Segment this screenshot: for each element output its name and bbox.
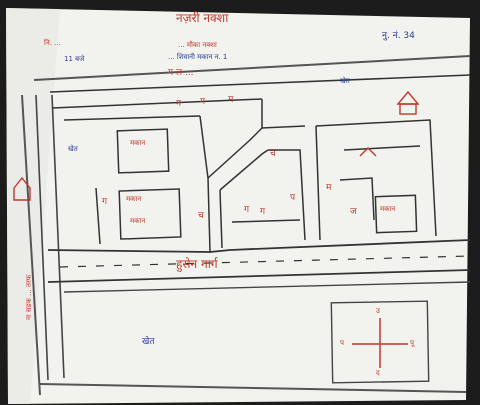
symbol-ga-3: ग: [244, 205, 250, 215]
mid-block-4: [315, 125, 321, 241]
mid-block-6: [343, 145, 421, 151]
main-road-label: हुसेन गार्ग: [176, 257, 218, 271]
khet-top-right-label: खेत: [340, 77, 350, 85]
road-left-edge-2: [51, 94, 65, 379]
symbol-cha-1: च: [270, 149, 276, 159]
symbol-ma-1: म: [228, 95, 234, 105]
compass-west: प: [340, 339, 344, 347]
symbol-ga-4: ग: [260, 207, 266, 217]
house-symbol-top-right-body: [399, 103, 417, 115]
symbol-ja-1: ज: [350, 207, 357, 217]
top-lane-3: [261, 99, 306, 129]
mid-block-2: [231, 219, 301, 223]
main-road-top: [47, 239, 471, 253]
main-road-bottom: [47, 269, 471, 283]
mid-block-1: [268, 149, 306, 241]
house-symbol-mid: [359, 147, 377, 157]
header-center-line-2: ... शिवानी मकान न. 1: [168, 53, 228, 61]
bottom-field-top: [63, 281, 471, 293]
top-lane-2: [51, 98, 263, 109]
diag-lane-2: [219, 149, 269, 191]
diag-lane-1: [207, 127, 263, 179]
symbol-ma-2: म: [326, 183, 332, 193]
symbol-cha-2: च: [198, 211, 204, 221]
house-c-label: मकान: [130, 217, 146, 225]
left-road-label: ना सडक ... तरफ: [25, 274, 33, 320]
symbol-pa-1: प: [290, 193, 296, 203]
house-a-label: मकान: [130, 139, 146, 147]
main-road-center: [59, 255, 471, 268]
header-left-line-2: 11 बजे: [64, 55, 85, 63]
boundary-top: [33, 55, 471, 81]
compass-south: द: [376, 369, 380, 377]
symbol-ga-2: ग: [200, 97, 206, 107]
left-block-right: [199, 115, 209, 179]
house-b-box: [118, 188, 182, 240]
top-road-label: ग ल ...: [168, 68, 194, 78]
mid-block-5: [339, 177, 375, 221]
mid-block-3: [315, 119, 437, 237]
left-wall: [95, 187, 101, 245]
road-left-edge-1: [35, 94, 49, 381]
compass-box: [330, 300, 430, 384]
symbol-ga-5: ग: [102, 197, 108, 207]
header-center-line-1: ... मौका नक्शा: [178, 41, 217, 49]
compass-north: उ: [376, 307, 380, 315]
boundary-bottom: [39, 383, 467, 393]
boundary-left: [21, 94, 41, 396]
khet-left-label: खेत: [68, 145, 78, 153]
house-a-box: [116, 128, 170, 174]
top-lane-1: [49, 74, 471, 93]
house-d-box: [374, 194, 418, 234]
khet-bottom-label: खेत: [142, 337, 155, 347]
diag-lane-4: [219, 189, 223, 249]
left-block-top: [63, 115, 201, 121]
header-left-line-1: नि. ...: [44, 39, 61, 47]
diag-lane-3: [207, 177, 211, 253]
house-b-label: मकान: [126, 195, 142, 203]
house-symbol-left: [13, 176, 31, 201]
paper-shade: [6, 8, 60, 404]
map-title: नज़री नक्शा: [176, 11, 229, 25]
house-d-label: मकान: [380, 205, 396, 213]
compass-east: पू: [410, 339, 414, 347]
paper: [6, 8, 470, 404]
map-number: नु. नं. 34: [382, 31, 415, 41]
symbol-ga-1: ग: [176, 99, 182, 109]
